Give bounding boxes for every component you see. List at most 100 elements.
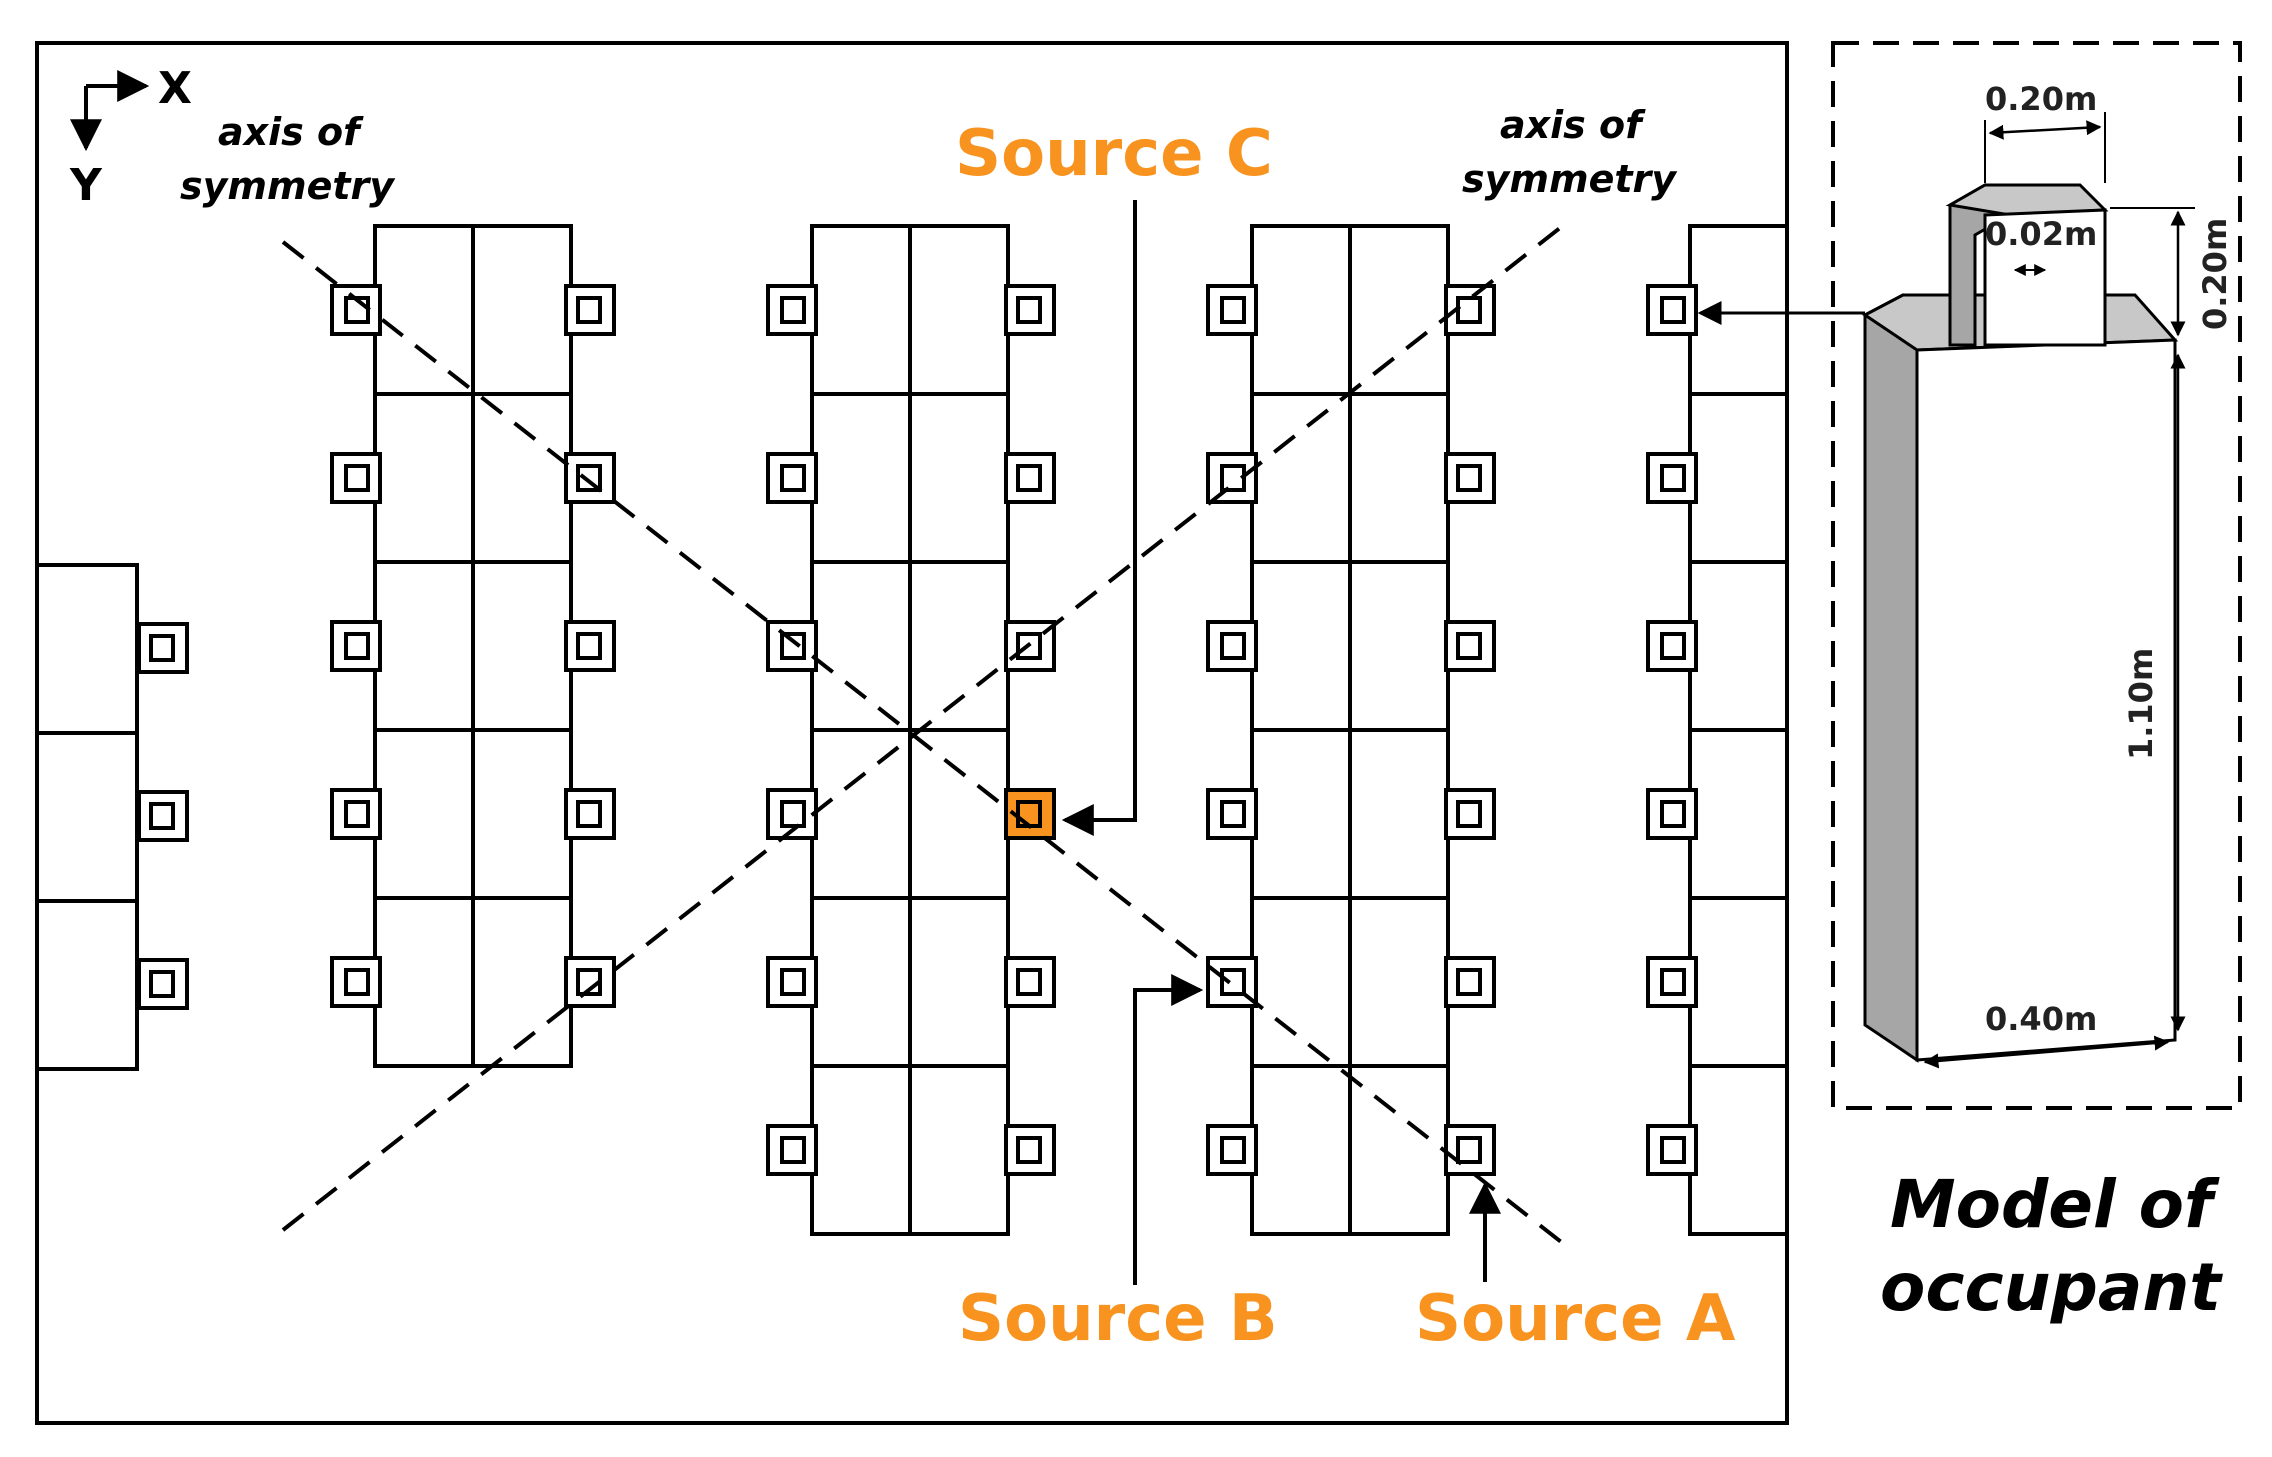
symmetry-label-left: axis of symmetry (180, 110, 396, 208)
occupant-outer (1004, 620, 1056, 672)
occupant-seat (766, 452, 818, 504)
occupant-seat (330, 956, 382, 1008)
symmetry-axis-ascending (281, 222, 1567, 1232)
occupant-head (1660, 464, 1686, 492)
occupant-head (1220, 1136, 1246, 1164)
occupant-seat (1206, 284, 1258, 336)
occupant-head (1456, 632, 1482, 660)
occupant-head (780, 632, 806, 660)
occupant-head (1660, 296, 1686, 324)
occupant-head (1016, 800, 1042, 828)
source-b-label: Source B (958, 1282, 1278, 1356)
occupant-seat (1646, 452, 1698, 504)
occupant-head (780, 1136, 806, 1164)
occupant-outer (1206, 1124, 1258, 1176)
occupant-head (1016, 464, 1042, 492)
occupant-head (1016, 968, 1042, 996)
occupant-outer (1206, 788, 1258, 840)
desk-row-3 (810, 224, 1010, 1236)
occupant-outer (330, 788, 382, 840)
model-title-line2: occupant (1880, 1249, 2223, 1326)
occupant-seat (1444, 452, 1496, 504)
occupant-head (1456, 1136, 1482, 1164)
occupant-seat (330, 284, 382, 336)
occupant-seat (1444, 620, 1496, 672)
occupant-head (576, 800, 602, 828)
occupant-seat (766, 284, 818, 336)
occupant-seat (766, 620, 818, 672)
source-a-label: Source A (1415, 1282, 1736, 1356)
occupant-seat (1004, 452, 1056, 504)
occupant-seat (1444, 788, 1496, 840)
dim-head-width: 0.20m (1985, 80, 2097, 118)
occupant-head (344, 632, 370, 660)
model-title-line1: Model of (1890, 1166, 2220, 1243)
occupant-model-panel: 0.20m 0.02m 0.20m 1.10m 0.40m (1697, 41, 2242, 1110)
occupant-seat (1004, 1124, 1056, 1176)
occupant-seat (1004, 956, 1056, 1008)
occupant-seat (1206, 788, 1258, 840)
occupant-seat (330, 620, 382, 672)
svg-text:symmetry: symmetry (1462, 157, 1678, 201)
occupant-seat (137, 958, 189, 1010)
occupant-seat (766, 956, 818, 1008)
occupant-head (576, 296, 602, 324)
occupant-head (149, 802, 175, 830)
occupant-outer (1004, 452, 1056, 504)
desk-row-1 (35, 563, 139, 1071)
occupant-head-front (1983, 208, 2107, 347)
occupant-head (1660, 1136, 1686, 1164)
occupant-head (1456, 800, 1482, 828)
occupant-seat (1646, 956, 1698, 1008)
occupant-head (1220, 632, 1246, 660)
source-c-arrow (1061, 200, 1137, 836)
source-c-label: Source C (955, 117, 1273, 191)
occupant-seat (330, 452, 382, 504)
occupant-seat (1646, 788, 1698, 840)
dim-gap: 0.02m (1985, 215, 2097, 253)
occupant-head (1660, 800, 1686, 828)
occupant-head (1016, 296, 1042, 324)
model-dashed-frame (1831, 41, 2242, 1110)
occupant-head (780, 296, 806, 324)
occupant-head (576, 632, 602, 660)
occupant-seat (1646, 620, 1698, 672)
occupant-head (1456, 296, 1482, 324)
occupant-seat (1646, 284, 1698, 336)
occupant-seat (1004, 620, 1056, 672)
occupant-head (149, 970, 175, 998)
dim-head-height: 0.20m (2196, 218, 2234, 330)
y-axis-label: Y (69, 160, 103, 211)
occupant-seat (564, 452, 616, 504)
occupant-head (1220, 296, 1246, 324)
occupant-head (1220, 464, 1246, 492)
occupant-seat (1646, 1124, 1698, 1176)
coordinate-axes: X Y (69, 63, 192, 211)
occupants (137, 284, 1698, 1176)
occupant-head (1456, 464, 1482, 492)
desk-row-2 (373, 224, 573, 1068)
x-axis-label: X (158, 63, 192, 114)
occupant-head (1456, 968, 1482, 996)
dim-body-width: 0.40m (1985, 1000, 2097, 1038)
occupant-seat (564, 284, 616, 336)
occupant-head (149, 634, 175, 662)
source-b-arrow (1133, 974, 1204, 1285)
desk-row-4 (1250, 224, 1450, 1236)
occupant-seat (1206, 452, 1258, 504)
occupant-seat (1444, 956, 1496, 1008)
symmetry-label-right: axis of symmetry (1462, 103, 1678, 201)
occupant-head (780, 800, 806, 828)
occupant-seat (137, 790, 189, 842)
occupant-head (344, 464, 370, 492)
occupant-seat (564, 788, 616, 840)
svg-text:axis of: axis of (1500, 103, 1646, 147)
occupant-head (1660, 968, 1686, 996)
occupant-seat (1004, 284, 1056, 336)
occupant-head (1220, 968, 1246, 996)
symmetry-axis-descending (281, 240, 1567, 1247)
occupant-seat (330, 788, 382, 840)
occupant-outer (1444, 620, 1496, 672)
occupant-seat (1444, 1124, 1496, 1176)
